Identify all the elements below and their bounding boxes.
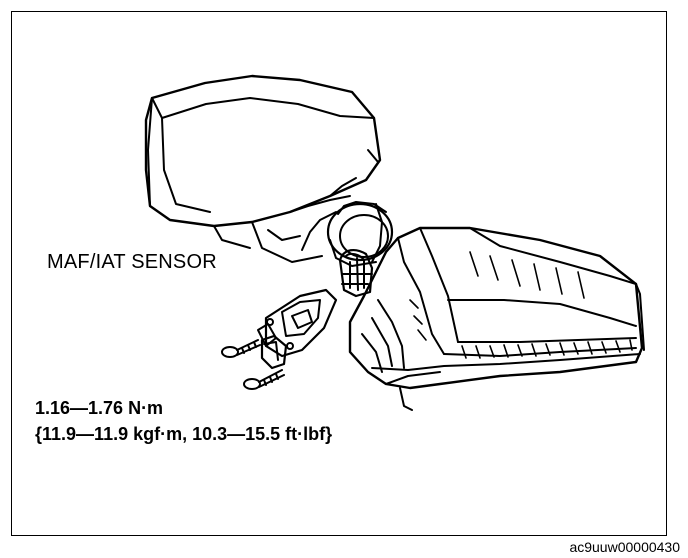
resonator-housing: [144, 74, 382, 228]
housing-ribs: [409, 251, 633, 359]
torque-metric-line: 1.16—1.76 N·m: [35, 398, 164, 418]
reference-code: ac9uuw00000430: [569, 539, 680, 555]
screw-lower: [243, 369, 285, 390]
air-cleaner-housing: [348, 226, 645, 411]
sensor-plate: [257, 288, 338, 370]
screw-upper: [221, 339, 261, 358]
component-label: MAF/IAT SENSOR: [47, 251, 217, 273]
figure-frame: [11, 11, 667, 536]
torque-specification: 1.16—1.76 N·m {11.9—11.9 kgf·m, 10.3—15.…: [35, 395, 332, 447]
torque-alternate-units-line: {11.9—11.9 kgf·m, 10.3—15.5 ft·lbf}: [35, 424, 333, 444]
duct-clamp: [326, 201, 394, 267]
intake-duct: [213, 195, 351, 263]
maf-sensor-body: [338, 248, 374, 298]
